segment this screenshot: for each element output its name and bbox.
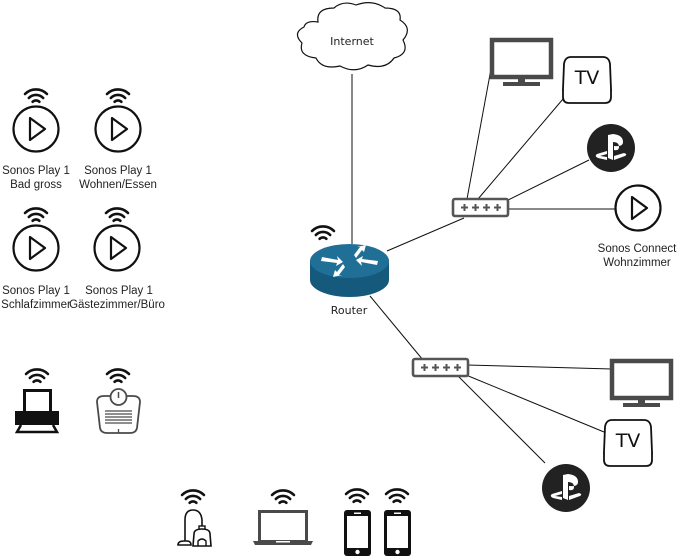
sonos-play-bad-label-line1: Sonos Play 1 [2, 165, 70, 177]
playstation-icon [587, 124, 635, 172]
laptop[interactable] [253, 489, 313, 545]
playstation-2[interactable] [542, 464, 590, 512]
smart-scale[interactable] [96, 368, 141, 434]
robot-vacuum[interactable] [177, 489, 212, 547]
play-icon [12, 224, 60, 272]
scale-icon [96, 388, 141, 434]
sonos-play-schlaf-label-line1: Sonos Play 1 [2, 285, 70, 297]
sonos-play-gaeste-label-line2: Gästezimmer/Büro [69, 299, 165, 311]
play-icon [614, 184, 662, 232]
monitor-icon [492, 40, 551, 86]
tv-monitor-1[interactable] [492, 40, 551, 86]
switch-icon [411, 357, 470, 378]
sonos-connect-label-line2: Wohnzimmer [603, 257, 671, 269]
smartphone-icon [344, 510, 371, 556]
apple-tv-1[interactable]: TV [562, 56, 612, 104]
monitor-icon [612, 361, 671, 407]
connection-switch2-playstation2 [457, 375, 546, 464]
sonos-play-bad-label-line2: Bad gross [10, 179, 62, 191]
switch-icon [451, 197, 510, 218]
connection-switch1-monitor1 [466, 68, 492, 200]
connection-router-switch1 [386, 217, 465, 252]
connection-switch2-appletv2 [465, 374, 605, 433]
wifi-icon [23, 207, 49, 223]
wifi-icon [23, 88, 49, 104]
printer-icon [14, 389, 60, 434]
internet-label: Internet [330, 35, 374, 48]
sonos-connect[interactable]: Sonos Connect Wohnzimmer [598, 184, 677, 270]
wifi-icon [270, 489, 296, 505]
play-icon [94, 105, 142, 153]
sonos-play-wohnen-label-line2: Wohnen/Essen [79, 179, 157, 191]
wifi-icon [104, 207, 130, 223]
tv-monitor-2[interactable] [612, 361, 671, 407]
sonos-play-schlafzimmer[interactable]: Sonos Play 1 Schlafzimmer [1, 207, 71, 311]
apple-tv-2-label: TV [615, 430, 641, 452]
laptop-icon [253, 510, 313, 545]
sonos-play-wohnen-label-line1: Sonos Play 1 [84, 165, 152, 177]
switch-1[interactable] [451, 197, 510, 218]
connection-switch2-monitor2 [466, 364, 613, 370]
play-icon [93, 224, 141, 272]
sonos-connect-label-line1: Sonos Connect [598, 243, 677, 255]
wifi-icon [24, 368, 50, 384]
sonos-play-gaestezimmer-buero[interactable]: Sonos Play 1 Gästezimmer/Büro [69, 207, 165, 311]
connections [351, 68, 615, 464]
apple-tv-2[interactable]: TV [603, 419, 653, 467]
play-icon [12, 105, 60, 153]
sonos-play-gaeste-label-line1: Sonos Play 1 [85, 285, 153, 297]
apple-tv-1-label: TV [574, 67, 600, 89]
router-icon [310, 244, 389, 297]
wifi-icon [105, 368, 131, 384]
internet-node[interactable]: Internet [296, 2, 408, 71]
connection-switch1-appletv1 [477, 98, 564, 200]
vacuum-icon [177, 509, 212, 547]
playstation-1[interactable] [587, 124, 635, 172]
wifi-icon [384, 488, 410, 504]
sonos-play-schlaf-label-line2: Schlafzimmer [1, 299, 71, 311]
router-label: Router [331, 304, 368, 317]
smartphone-1[interactable] [344, 488, 371, 556]
connection-switch1-playstation1 [507, 159, 590, 201]
smartphone-icon [384, 510, 411, 556]
sonos-play-wohnen-essen[interactable]: Sonos Play 1 Wohnen/Essen [79, 88, 157, 191]
printer[interactable] [14, 368, 60, 434]
wifi-icon [180, 489, 206, 505]
sonos-play-bad-gross[interactable]: Sonos Play 1 Bad gross [2, 88, 70, 191]
wifi-icon [344, 488, 370, 504]
wifi-icon [310, 225, 336, 241]
smartphone-2[interactable] [384, 488, 411, 556]
wifi-icon [105, 88, 131, 104]
cloud-icon [296, 2, 408, 71]
switch-2[interactable] [411, 357, 470, 378]
router-node[interactable]: Router [310, 225, 389, 317]
connection-router-switch2 [369, 295, 424, 361]
playstation-icon [542, 464, 590, 512]
